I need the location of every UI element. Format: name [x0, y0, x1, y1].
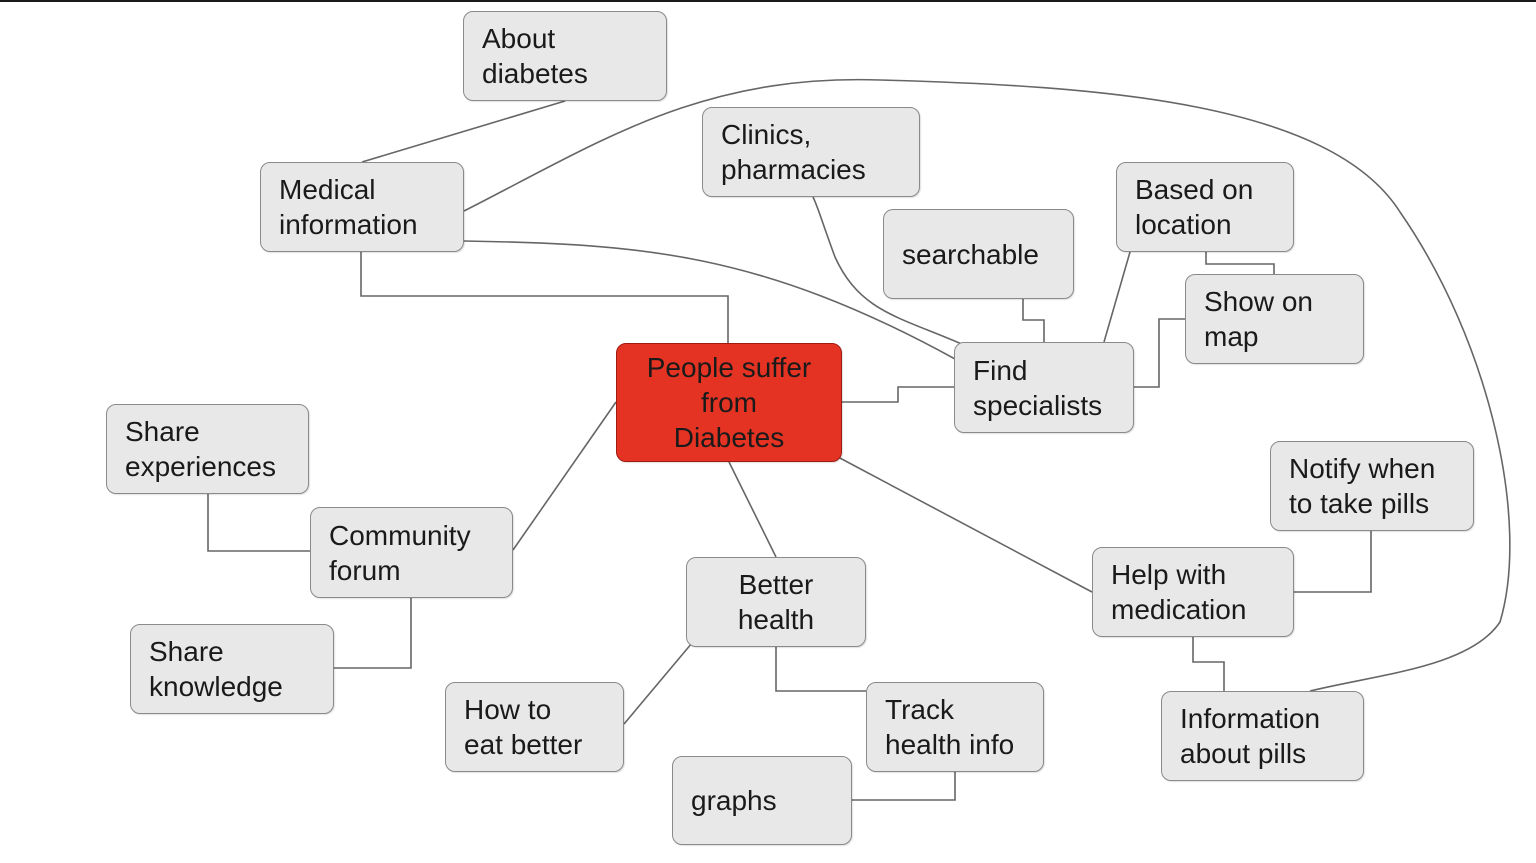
node-text-line: Medical: [279, 174, 376, 205]
node-track-health-info[interactable]: Track health info: [866, 682, 1044, 772]
connector-root-to-help-medication: [837, 456, 1093, 593]
node-share-experiences[interactable]: Share experiences: [106, 404, 309, 494]
node-text-line: information: [279, 209, 418, 240]
connector-medical-information-to-about-diabetes: [361, 100, 566, 163]
node-text-line: experiences: [125, 451, 276, 482]
connector-help-medication-to-info-pills: [1192, 637, 1225, 691]
node-searchable[interactable]: searchable: [883, 209, 1074, 299]
connector-community-forum-to-share-knowledge: [334, 598, 412, 669]
node-share-knowledge[interactable]: Share knowledge: [130, 624, 334, 714]
connector-find-specialists-to-based-on-location: [1103, 251, 1131, 343]
connector-find-specialists-to-searchable: [1022, 299, 1045, 342]
node-text-line: eat better: [464, 729, 583, 760]
connector-better-health-to-how-to-eat: [623, 642, 693, 725]
node-text-line: About: [482, 23, 556, 54]
node-text-line: searchable: [902, 238, 1039, 270]
connector-medical-information-to-find-specialists: [463, 240, 956, 360]
node-text-line: health info: [885, 729, 1015, 760]
connector-help-medication-to-notify-pills: [1294, 531, 1372, 593]
node-text-line: Show on: [1204, 286, 1313, 317]
connector-root-to-find-specialists: [842, 386, 954, 403]
node-help-with-medication[interactable]: Help with medication: [1092, 547, 1294, 637]
node-text-line: location: [1135, 209, 1232, 240]
node-text-line: knowledge: [149, 671, 283, 702]
node-text-line: from: [701, 387, 757, 418]
node-text-line: Based on: [1135, 174, 1254, 205]
node-text-line: Notify when: [1289, 453, 1436, 484]
node-notify-when-to-take-pills[interactable]: Notify when to take pills: [1270, 441, 1474, 531]
node-show-on-map[interactable]: Show on map: [1185, 274, 1364, 364]
node-text-line: map: [1204, 321, 1259, 352]
node-about-diabetes[interactable]: About diabetes: [463, 11, 667, 101]
connector-medical-information-to-info-pills: [463, 78, 1511, 692]
connector-find-specialists-to-clinics-pharmacies: [812, 196, 965, 346]
node-text-line: Information: [1180, 703, 1321, 734]
connector-track-health-to-graphs: [852, 772, 956, 801]
node-text-line: Help with: [1111, 559, 1227, 590]
node-text-line: specialists: [973, 389, 1103, 421]
node-text-line: Share: [125, 416, 200, 447]
node-text-line: forum: [329, 554, 401, 586]
node-text-line: How to: [464, 694, 552, 725]
connector-based-on-location-to-show-on-map: [1205, 252, 1275, 274]
node-text-line: Share: [149, 636, 224, 667]
node-text-line: Diabetes: [673, 422, 785, 453]
connector-root-to-medical-information: [360, 252, 729, 343]
node-text-line: Community: [329, 519, 471, 551]
node-information-about-pills[interactable]: Information about pills: [1161, 691, 1364, 781]
node-text-line: Better: [738, 569, 814, 600]
node-graphs[interactable]: graphs: [672, 756, 852, 845]
node-text-line: medication: [1111, 594, 1247, 625]
node-based-on-location[interactable]: Based on location: [1116, 162, 1294, 252]
node-medical-information[interactable]: Medical information: [260, 162, 464, 252]
connector-find-specialists-to-show-on-map: [1134, 318, 1185, 388]
connector-better-health-to-track-health: [775, 647, 866, 692]
connector-root-to-community-forum: [512, 401, 617, 551]
node-better-health[interactable]: Better health: [686, 557, 866, 647]
node-text-line: People suffer: [646, 352, 812, 383]
node-text-line: graphs: [691, 785, 777, 816]
connector-root-to-better-health: [728, 461, 777, 558]
node-text-line: pharmacies: [721, 154, 866, 185]
node-text-line: Track: [885, 694, 954, 725]
node-text-line: diabetes: [482, 58, 588, 89]
node-text-line: to take pills: [1289, 488, 1430, 519]
node-text-line: about pills: [1180, 738, 1307, 769]
node-clinics-pharmacies[interactable]: Clinics, pharmacies: [702, 107, 920, 197]
connector-community-forum-to-share-experiences: [207, 494, 310, 552]
node-text-line: Clinics,: [721, 119, 812, 150]
node-text-line: Find: [973, 354, 1028, 386]
node-text-line: health: [737, 604, 815, 635]
node-how-to-eat-better[interactable]: How to eat better: [445, 682, 624, 772]
